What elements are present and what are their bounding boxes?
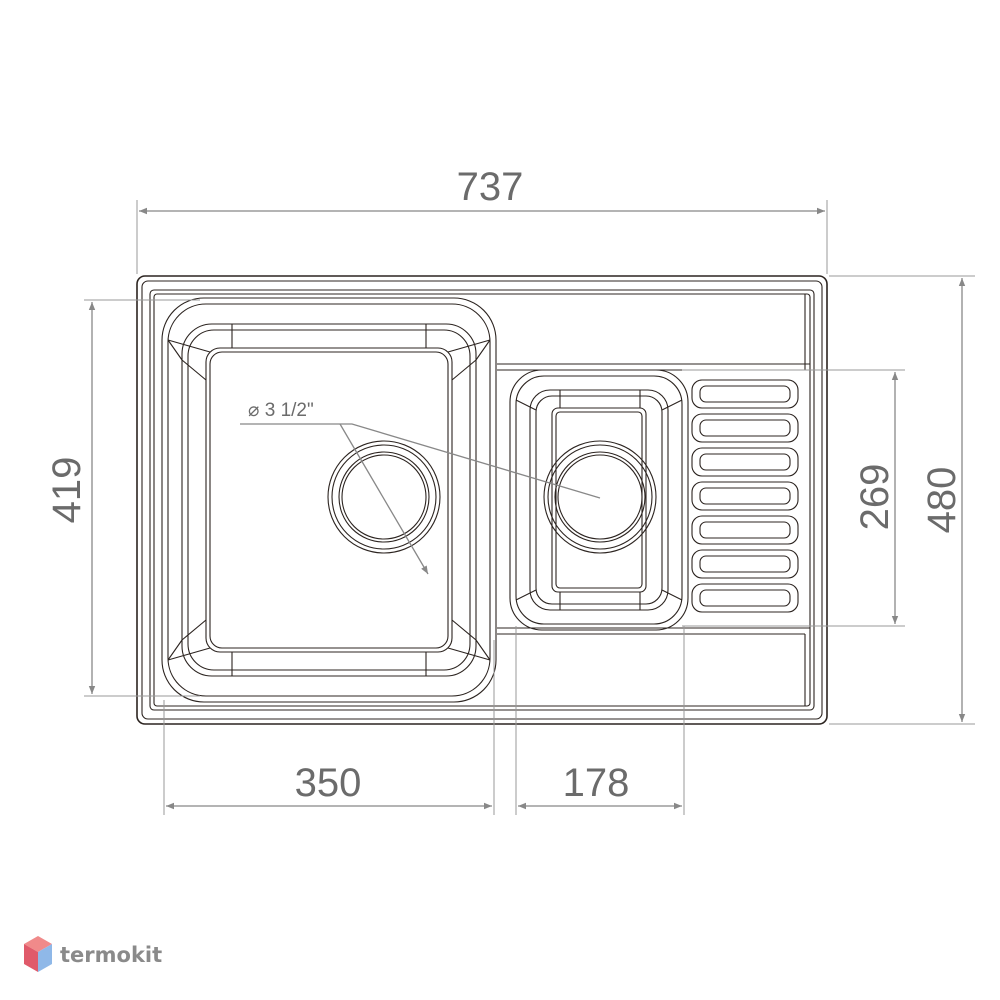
brand-name: termokit bbox=[60, 943, 162, 967]
dimension-small-bowl-depth: 269 bbox=[682, 369, 905, 627]
dimension-main-bowl-width: 350 bbox=[163, 640, 495, 815]
dim-480-label: 480 bbox=[920, 467, 964, 534]
drain-diameter-label: ⌀ 3 1/2" bbox=[248, 400, 314, 421]
small-bowl-drain bbox=[543, 440, 657, 554]
dim-737-label: 737 bbox=[457, 165, 524, 209]
dimension-main-bowl-depth: 419 bbox=[45, 299, 200, 697]
dim-269-label: 269 bbox=[853, 464, 897, 531]
dim-419-label: 419 bbox=[45, 457, 89, 524]
main-bowl bbox=[161, 297, 497, 703]
overflow-slots bbox=[691, 379, 799, 613]
dim-178-label: 178 bbox=[563, 761, 630, 805]
small-bowl bbox=[509, 369, 689, 631]
cube-icon bbox=[24, 936, 52, 972]
dimension-drain-diameter: ⌀ 3 1/2" bbox=[240, 400, 601, 575]
dim-350-label: 350 bbox=[295, 761, 362, 805]
dimension-overall-depth: 480 bbox=[829, 275, 975, 725]
dimension-overall-width: 737 bbox=[136, 165, 828, 274]
sink-body bbox=[136, 275, 828, 725]
dimension-small-bowl-width: 178 bbox=[515, 626, 685, 815]
main-bowl-drain bbox=[327, 440, 441, 554]
termokit-logo: termokit bbox=[24, 936, 162, 972]
